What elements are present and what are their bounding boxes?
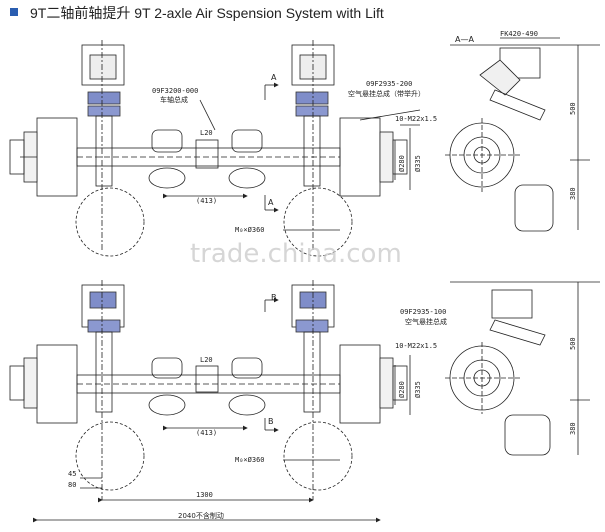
page-title: 9T二轴前轴提升 9T 2-axle Air Sspension System … (30, 5, 384, 21)
lower-dim-l20: L20 (200, 356, 213, 364)
lower-air-spring-left (148, 394, 186, 416)
upper-left-bushing (87, 91, 121, 105)
lower-dim-45: 45 (68, 470, 76, 478)
lower-dim-80: 80 (68, 481, 76, 489)
bullet-square-icon (10, 8, 18, 16)
lower-dim-2040: 2040不含制动 (178, 511, 224, 520)
upper-front-view (9, 40, 421, 257)
lower-dim-m360: M₀×Ø360 (235, 456, 265, 464)
top-lift-actuator (479, 59, 521, 96)
upper-right-brake-drum (339, 117, 381, 197)
lower-dim-413: (413) (196, 429, 217, 437)
upper-dim-bolts: 10-M22x1.5 (395, 115, 437, 123)
side-view-top (445, 37, 600, 232)
lower-section-marker-bottom: B (268, 417, 274, 426)
lower-dim-1300: 1300 (196, 491, 213, 499)
lower-suspension-part-number: 09F2935-100 (400, 308, 446, 316)
bottom-dim-500: 500 (569, 337, 577, 350)
bottom-dim-380: 380 (569, 422, 577, 435)
watermark: trade.china.com (190, 239, 402, 269)
lower-dim-bolts: 10-M22x1.5 (395, 342, 437, 350)
bottom-trailing-arm (489, 319, 546, 346)
lower-right-bushing (295, 319, 329, 333)
upper-left-brake-drum (36, 117, 78, 197)
top-section-label: A—A (455, 35, 474, 44)
upper-air-spring-left (148, 167, 186, 189)
lower-dim-d280: Ø280 (398, 381, 406, 398)
upper-part-name: 车轴总成 (160, 95, 188, 104)
lower-left-brake-drum (36, 344, 78, 424)
top-trailing-arm (489, 89, 546, 121)
upper-section-marker-top: A (271, 73, 277, 82)
upper-dim-l20: L20 (200, 129, 213, 137)
lower-dim-d335: Ø335 (414, 381, 422, 398)
bottom-air-spring (504, 414, 551, 456)
side-view-bottom (445, 281, 600, 456)
upper-dim-m360: M₀×Ø360 (235, 226, 265, 234)
top-air-spring (514, 184, 554, 232)
lower-right-brake-drum (339, 344, 381, 424)
upper-suspension-part-name: 空气悬挂总成（带举升） (348, 89, 425, 98)
upper-part-number: 09F3200-000 (152, 87, 198, 95)
upper-right-bushing (295, 91, 329, 105)
lower-suspension-part-name: 空气悬挂总成 (405, 317, 447, 326)
page-header: 9T二轴前轴提升 9T 2-axle Air Sspension System … (0, 0, 605, 28)
upper-suspension-part-number: 09F2935-200 (366, 80, 412, 88)
upper-dim-d335: Ø335 (414, 155, 422, 172)
top-dim-500: 500 (569, 102, 577, 115)
upper-section-marker-bottom: A (268, 198, 274, 207)
top-dim-380: 380 (569, 187, 577, 200)
top-dim-fk: FK420-490 (500, 30, 538, 38)
upper-dim-413: (413) (196, 197, 217, 205)
upper-dim-d280: Ø280 (398, 155, 406, 172)
upper-left-hanger (81, 44, 125, 86)
lower-air-spring-right (228, 394, 266, 416)
lower-left-bushing (87, 319, 121, 333)
lower-section-marker-top: B (271, 293, 277, 302)
upper-air-spring-right (228, 167, 266, 189)
upper-lift-bag-left (151, 129, 183, 153)
lower-front-view (9, 280, 411, 523)
upper-lift-bag-right (231, 129, 263, 153)
